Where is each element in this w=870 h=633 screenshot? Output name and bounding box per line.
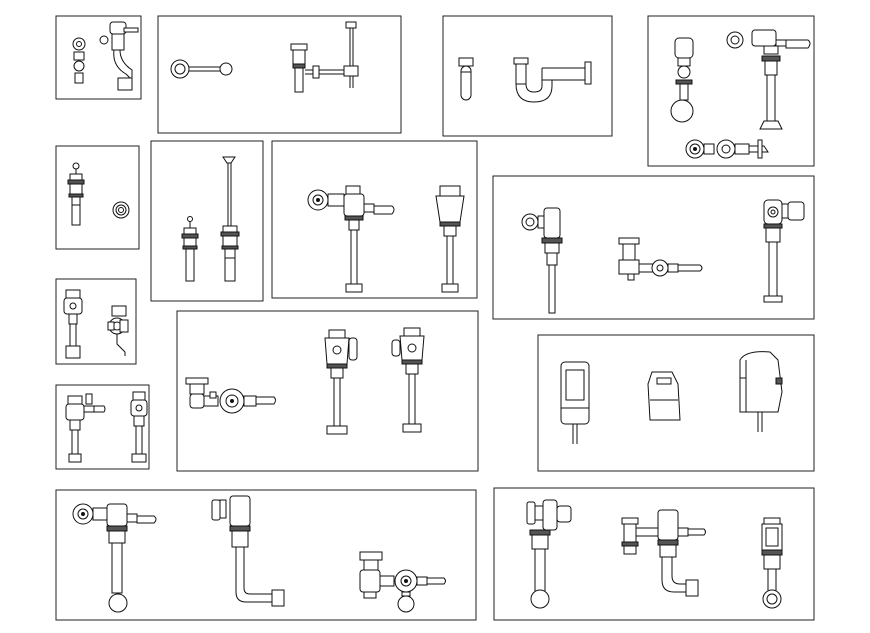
flush-valve-front [72,503,157,613]
sensor-flush-oblique [647,371,681,421]
panel-5 [55,145,140,250]
flush-valve-plan [359,551,446,613]
pop-up-drain-side [290,21,359,93]
panel-3 [442,15,613,137]
flush-valve-side [391,327,425,433]
pop-up-drain-top [170,59,233,79]
panel-6 [150,140,264,302]
drain-assembly [67,162,85,226]
flush-valve-side [726,29,811,130]
panel-14 [493,487,815,621]
flush-valve-side [65,393,106,463]
flush-valve-front [526,499,572,609]
pop-up-drain-rod [220,156,240,282]
flush-valve-plan [618,237,703,281]
panel-2 [157,15,402,134]
panel-7 [271,140,478,299]
flush-valve-front [324,329,358,435]
pop-up-drain-front [181,216,199,282]
flush-valve-side [307,185,395,293]
flush-valve-plan [685,139,769,159]
flush-valve-front [670,37,694,123]
flush-valve-side [763,199,805,303]
flush-valve-front [521,207,563,314]
panel-8 [492,175,815,320]
flush-valve-front [63,289,83,359]
flush-valve-side [99,21,139,91]
panel-1 [55,15,142,100]
flush-valve-offset [621,509,706,597]
flush-valve-front [435,185,465,293]
sensor-flush-side [739,351,783,432]
flush-valve-front [130,391,148,463]
flush-valve-side [761,517,783,609]
tailpiece-front [458,57,474,101]
panel-12 [537,334,815,472]
panel-4 [647,15,815,167]
flush-valve-plan [185,377,276,414]
panel-13 [55,489,477,621]
flush-valve-side [107,305,129,356]
panel-11 [176,310,479,472]
panel-9 [55,278,137,365]
panel-10 [55,384,150,470]
sensor-flush-front [560,361,590,444]
drain-flange-plan [112,201,130,219]
flush-valve-offset [211,495,285,607]
p-trap-side [513,57,592,103]
flush-valve-front [72,37,86,84]
